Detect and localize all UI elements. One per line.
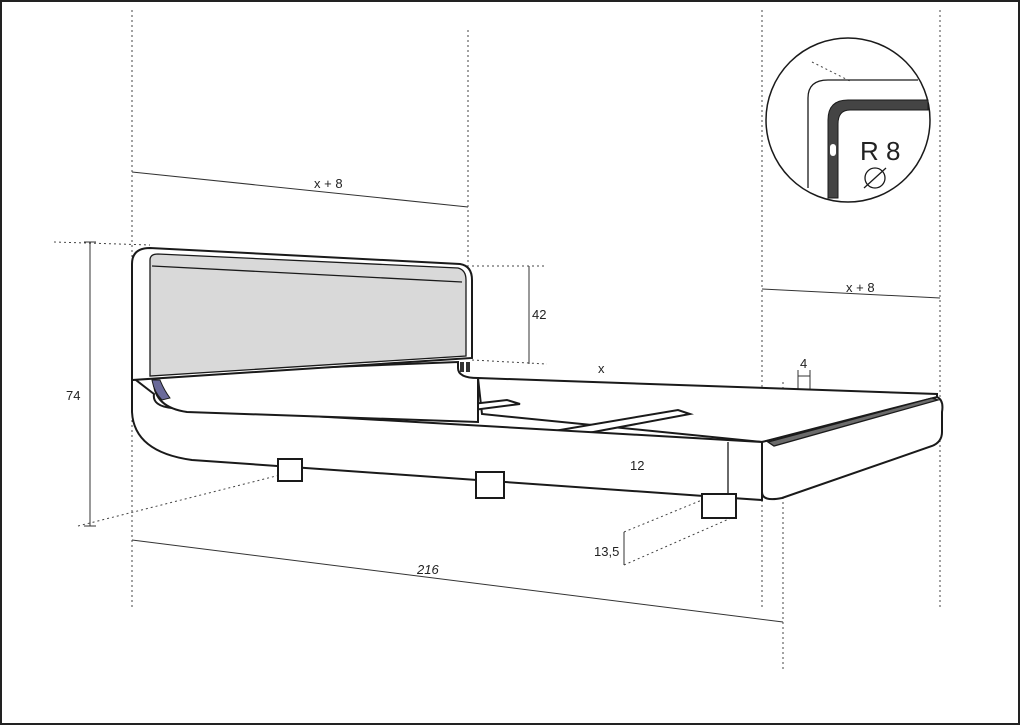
total-length-label: 216 xyxy=(416,562,439,577)
inner-length-label: x xyxy=(598,361,605,376)
head-width-label: x + 8 xyxy=(314,176,343,191)
corner-radius-label: R 8 xyxy=(860,136,900,166)
foot-width-label: x + 8 xyxy=(846,280,875,295)
leg-height-label: 13,5 xyxy=(594,544,619,559)
total-height-label: 74 xyxy=(66,388,80,403)
head-inner-curve xyxy=(152,360,479,424)
foot-end xyxy=(761,395,944,501)
headboard-height-label: 42 xyxy=(532,307,546,322)
frame-height-label: 12 xyxy=(630,458,644,473)
foot-end-rail-top xyxy=(766,397,941,447)
legs xyxy=(277,458,737,519)
headboard-cushion xyxy=(149,253,467,377)
rail-thickness-label: 4 xyxy=(800,356,807,371)
headboard-bolts xyxy=(460,362,470,372)
corner-detail xyxy=(765,37,931,203)
head-corner-accent xyxy=(151,379,171,401)
